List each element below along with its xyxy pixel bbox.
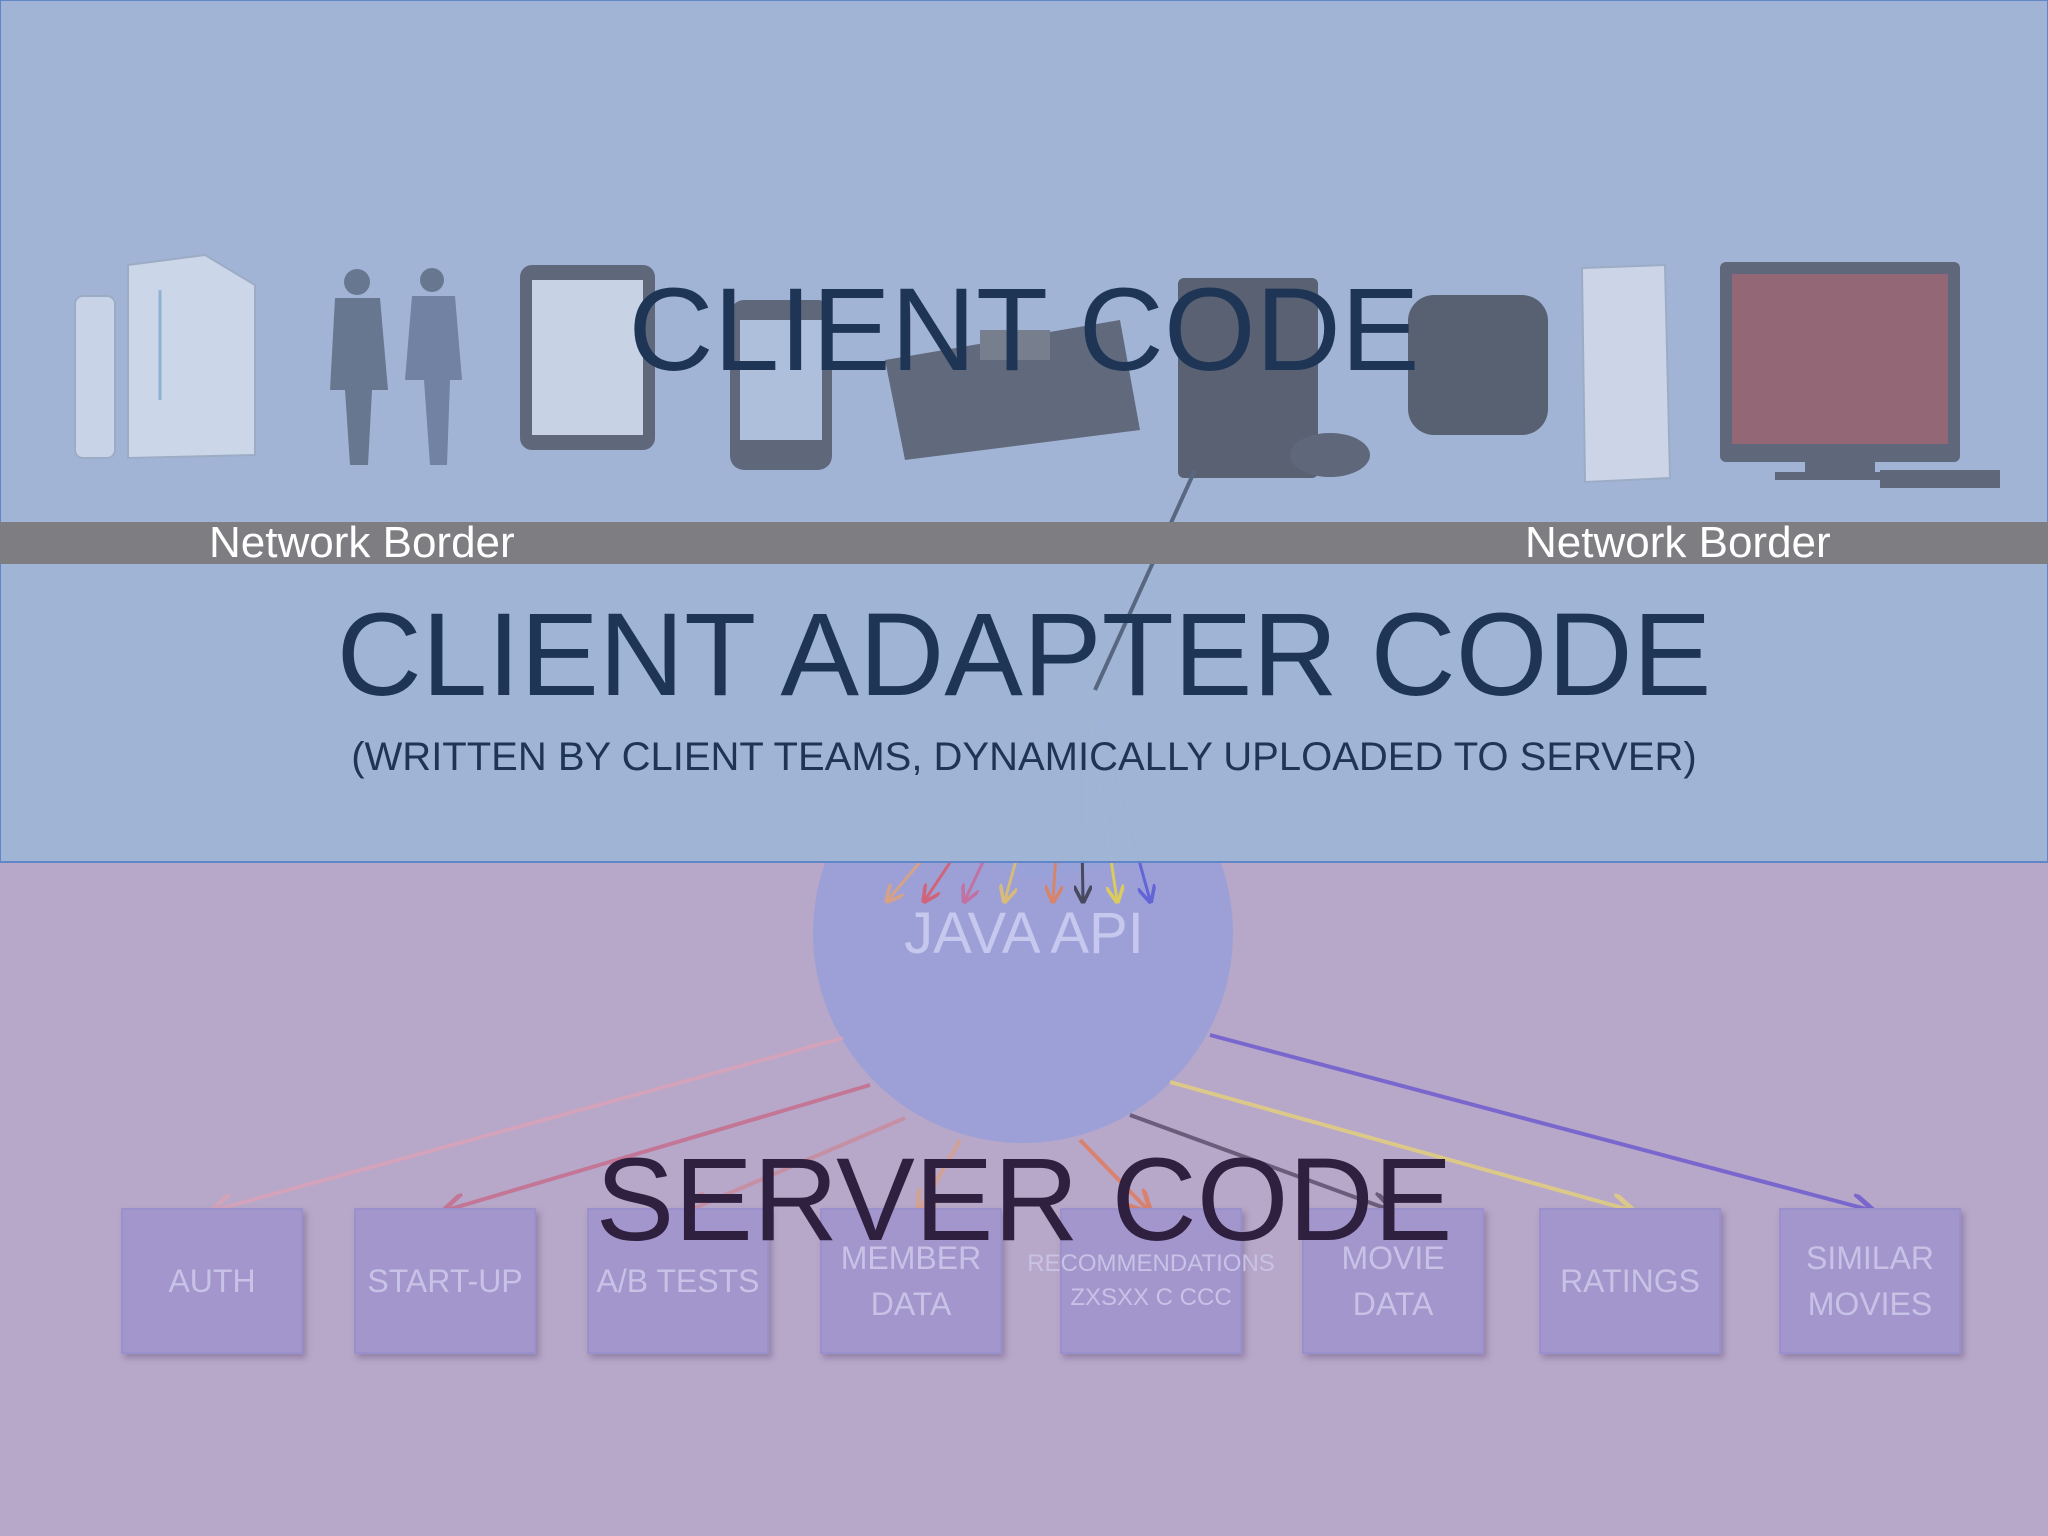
server-code-title: SERVER CODE xyxy=(595,1134,1453,1266)
network-border-label-right: Network Border xyxy=(1525,518,1831,567)
network-border-band xyxy=(0,522,2048,564)
service-auth: AUTH xyxy=(121,1208,303,1354)
arrow-movie xyxy=(1129,1113,1390,1210)
java-api-label: JAVA API xyxy=(904,901,1144,966)
arrow-startup xyxy=(447,1083,871,1210)
arrow-similar xyxy=(1209,1033,1870,1210)
arrow-ratings xyxy=(1169,1080,1630,1210)
service-recommendations: RECOMMENDATIONS ZXSXX C CCC xyxy=(1027,1208,1275,1354)
presenters-icon xyxy=(330,268,462,465)
client-adapter-subtitle: (WRITTEN BY CLIENT TEAMS, DYNAMICALLY UP… xyxy=(351,735,1697,779)
client-adapter-code-title: CLIENT ADAPTER CODE xyxy=(336,589,1712,721)
arrow-abtests xyxy=(690,1116,906,1210)
service-ab-tests: A/B TESTS xyxy=(587,1208,769,1354)
network-border-label-left: Network Border xyxy=(209,518,515,567)
ipad-icon xyxy=(520,265,655,450)
ps3-console-icon xyxy=(1178,278,1370,478)
wii-console-icon xyxy=(74,253,256,460)
apple-tv-icon xyxy=(1408,295,1548,435)
arrow-recs xyxy=(1078,1138,1148,1210)
service-startup: START-UP xyxy=(354,1208,536,1354)
service-member-data: MEMBER DATA xyxy=(820,1208,1002,1354)
television-icon xyxy=(1720,262,2000,488)
client-code-title: CLIENT CODE xyxy=(628,264,1420,396)
service-similar-movies: SIMILAR MOVIES xyxy=(1779,1208,1961,1354)
xbox-360-icon xyxy=(1580,263,1672,484)
connector-line xyxy=(1093,469,1197,691)
set-top-box-icon xyxy=(885,320,1140,460)
service-movie-data: MOVIE DATA xyxy=(1302,1208,1484,1354)
iphone-icon xyxy=(730,300,832,470)
client-adapter-region xyxy=(0,564,2048,862)
arrow-auth xyxy=(215,1036,844,1210)
arrow-member xyxy=(920,1139,962,1210)
service-ratings: RATINGS xyxy=(1539,1208,1721,1354)
